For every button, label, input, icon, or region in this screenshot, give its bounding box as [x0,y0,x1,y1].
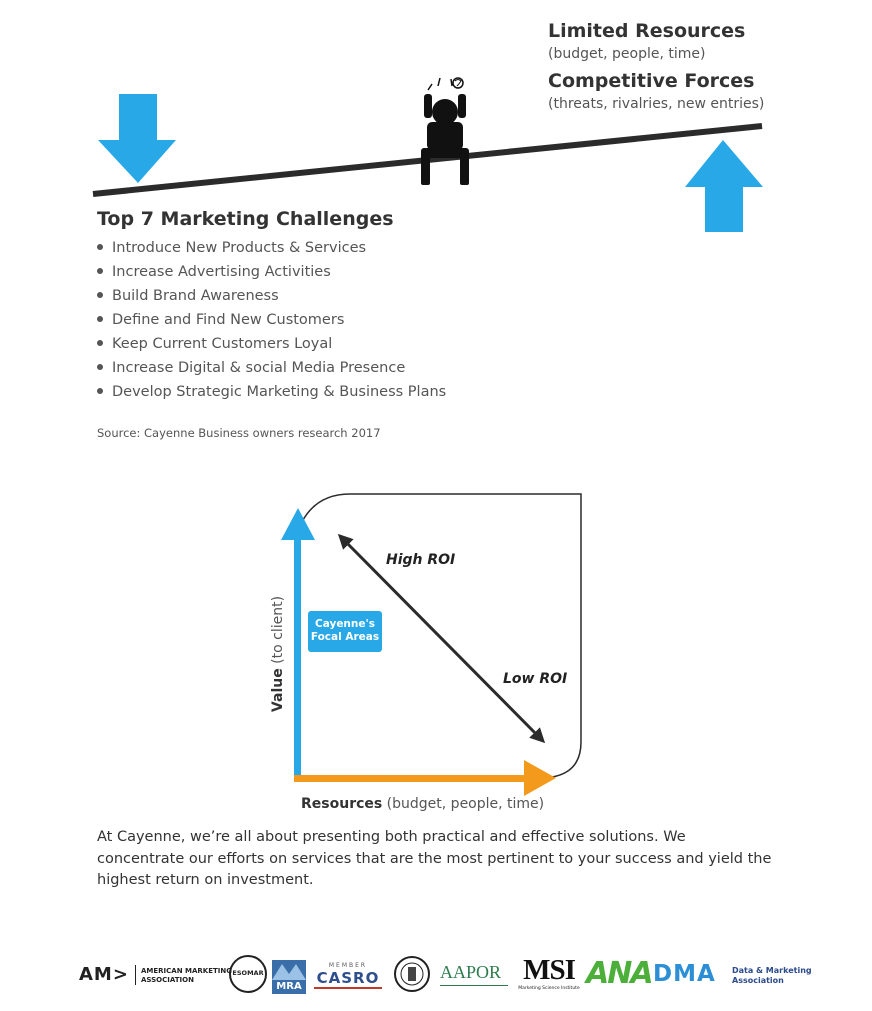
list-item: Introduce New Products & Services [97,236,446,260]
bullet-icon [97,244,103,250]
list-item: Define and Find New Customers [97,308,446,332]
limited-resources-subtitle: (budget, people, time) [548,46,706,62]
casro-logo: MEMBER CASRO [312,962,384,992]
competitive-forces-subtitle: (threats, rivalries, new entries) [548,96,765,112]
list-item: Increase Digital & social Media Presence [97,356,446,380]
y-axis-arrow-icon [281,508,315,540]
ama-logo: AM> AMERICAN MARKETING ASSOCIATION [79,964,232,988]
challenges-title: Top 7 Marketing Challenges [97,208,394,230]
list-item: Build Brand Awareness [97,284,446,308]
ama-name-line2: ASSOCIATION [141,976,194,984]
bullet-icon [97,268,103,274]
bullet-icon [97,292,103,298]
focal-areas-label: Cayenne's Focal Areas [310,618,380,643]
bullet-icon [97,388,103,394]
balance-graphic [92,77,763,232]
bullet-icon [97,316,103,322]
x-axis-label: Resources (budget, people, time) [301,796,545,812]
roi-diagonal-arrow [337,533,546,744]
down-arrow-icon [98,94,176,183]
bullet-icon [97,340,103,346]
list-item: Increase Advertising Activities [97,260,446,284]
ana-logo: ANA [586,956,654,991]
dma-logo: DMA Data & Marketing Association [653,961,812,987]
intro-paragraph: At Cayenne, we’re all about presenting b… [97,829,772,888]
aapor-logo: AAPOR [440,962,512,992]
y-axis-bar [294,538,301,780]
y-axis-label-bold: Value [270,668,286,713]
esomar-logo: ESOMAR [229,955,267,993]
up-arrow-icon [685,140,763,232]
mra-logo: MRA [272,960,306,994]
ama-mark: AM> [79,964,129,985]
source-note: Source: Cayenne Business owners research… [97,426,381,440]
seal-logo-icon [394,956,430,992]
y-axis-label: Value (to client) [270,595,286,713]
list-item: Keep Current Customers Loyal [97,332,446,356]
competitive-forces-title: Competitive Forces [548,70,755,92]
limited-resources-title: Limited Resources [548,20,746,42]
msi-logo: MSI Marketing Science Institute [518,954,580,991]
diagram-boundary [302,493,582,778]
focal-areas-box [308,611,382,652]
roi-diagram [281,493,582,796]
bullet-icon [97,364,103,370]
x-axis-arrow-icon [524,760,556,796]
high-roi-label: High ROI [386,552,456,568]
low-roi-label: Low ROI [503,671,568,687]
ama-name-line1: AMERICAN MARKETING [141,967,232,975]
mra-chevron-icon [272,964,306,980]
list-item: Develop Strategic Marketing & Business P… [97,380,446,404]
challenges-list: Introduce New Products & Services Increa… [97,236,446,404]
x-axis-bar [294,775,526,782]
x-axis-label-bold: Resources [301,796,383,812]
stressed-person-icon [421,77,469,185]
